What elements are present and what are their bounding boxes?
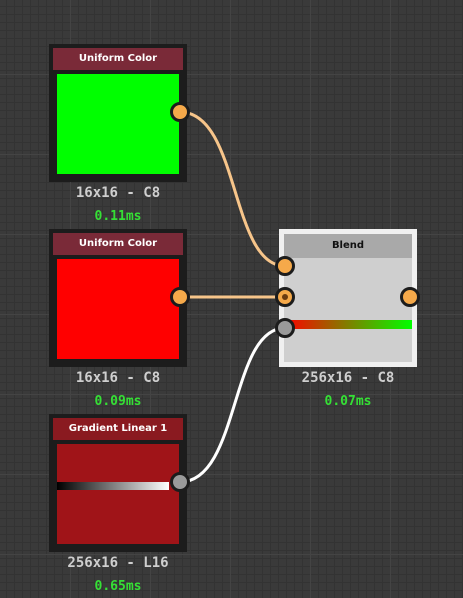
timing-label: 0.65ms [94,579,142,594]
node-title: Uniform Color [53,48,183,70]
node-title: Blend [284,234,412,258]
node-gradient-linear[interactable]: Gradient Linear 1 [49,414,187,552]
resolution-label: 16x16 - C8 [75,185,161,201]
wire-green-to-blend [179,110,286,268]
output-port[interactable] [400,287,420,307]
node-uniform-color-green[interactable]: Uniform Color [49,44,187,182]
output-port[interactable] [170,287,190,307]
input-port-mask[interactable] [275,318,295,338]
gradient-strip [57,482,169,490]
node-title: Gradient Linear 1 [53,418,183,440]
thumbnail-green [57,74,179,174]
thumbnail-red [57,259,179,359]
blend-body [284,258,412,362]
wire-gradient-to-blend [179,326,286,484]
node-uniform-color-red[interactable]: Uniform Color [49,229,187,367]
node-blend[interactable]: Blend [279,229,417,367]
node-title: Uniform Color [53,233,183,255]
input-port-foreground[interactable] [275,256,295,276]
timing-label: 0.11ms [94,209,142,224]
timing-label: 0.07ms [324,394,372,409]
resolution-label: 256x16 - L16 [67,555,169,571]
input-port-background[interactable] [275,287,295,307]
timing-label: 0.09ms [94,394,142,409]
output-port[interactable] [170,102,190,122]
blend-preview-strip [284,320,412,329]
output-port[interactable] [170,472,190,492]
thumbnail-gradient [57,444,179,544]
resolution-label: 16x16 - C8 [75,370,161,386]
resolution-label: 256x16 - C8 [301,370,395,386]
